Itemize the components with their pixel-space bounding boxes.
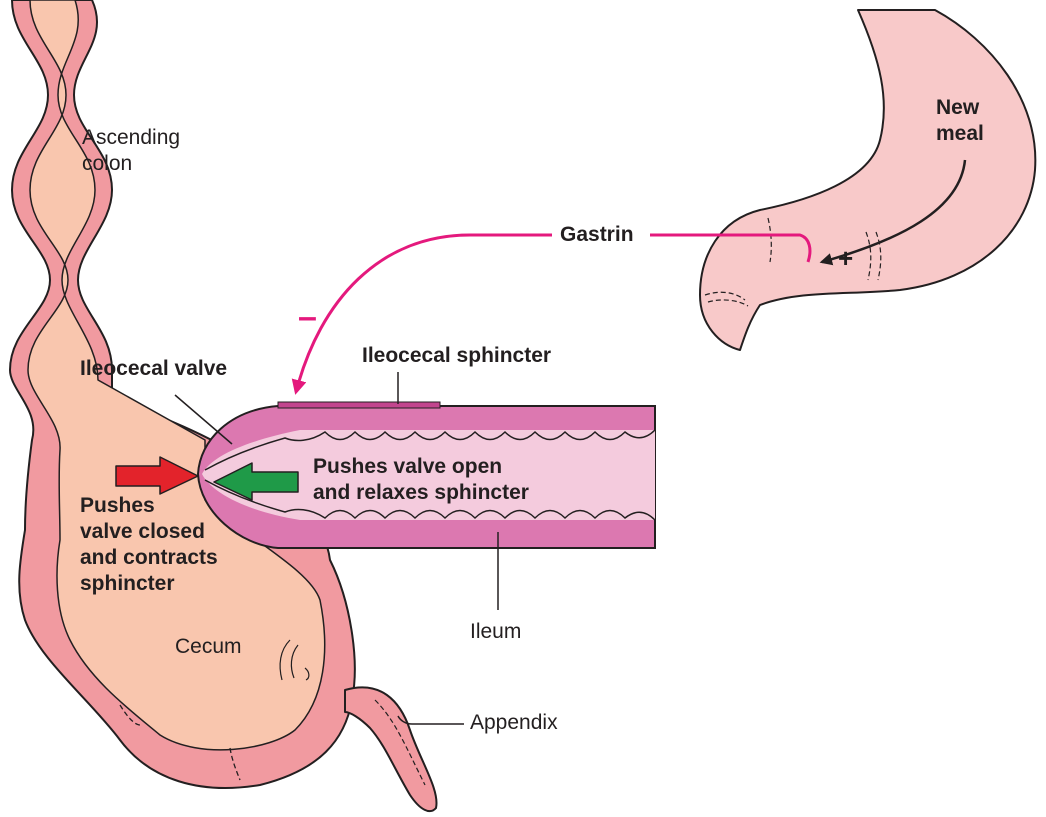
appendix [345,687,437,811]
label-ileocecal-sphincter: Ileocecal sphincter [362,343,551,369]
label-ileocecal-valve: Ileocecal valve [80,356,227,382]
label-pushes-valve-closed-line: Pushes [80,493,218,519]
label-new-meal-line: New [936,95,984,121]
stomach [700,10,1035,350]
ileocecal-sphincter-band [278,402,440,408]
plus-sign-icon: + [838,244,853,272]
label-pushes-valve-closed-line: and contracts [80,545,218,571]
label-gastrin: Gastrin [560,222,634,248]
label-cecum: Cecum [175,634,242,660]
label-pushes-valve-open: Pushes valve open and relaxes sphincter [313,454,529,506]
label-appendix: Appendix [470,710,558,736]
label-ascending-colon-line: colon [82,151,180,177]
minus-sign-icon: – [298,300,317,334]
label-ascending-colon: Ascending colon [82,125,180,177]
label-new-meal-line: meal [936,121,984,147]
label-pushes-valve-closed-line: sphincter [80,571,218,597]
label-new-meal: New meal [936,95,984,147]
label-ascending-colon-line: Ascending [82,125,180,151]
label-pushes-valve-closed: Pushes valve closed and contracts sphinc… [80,493,218,597]
label-pushes-valve-closed-line: valve closed [80,519,218,545]
label-ileum: Ileum [470,619,521,645]
label-pushes-valve-open-line: and relaxes sphincter [313,480,529,506]
label-pushes-valve-open-line: Pushes valve open [313,454,529,480]
